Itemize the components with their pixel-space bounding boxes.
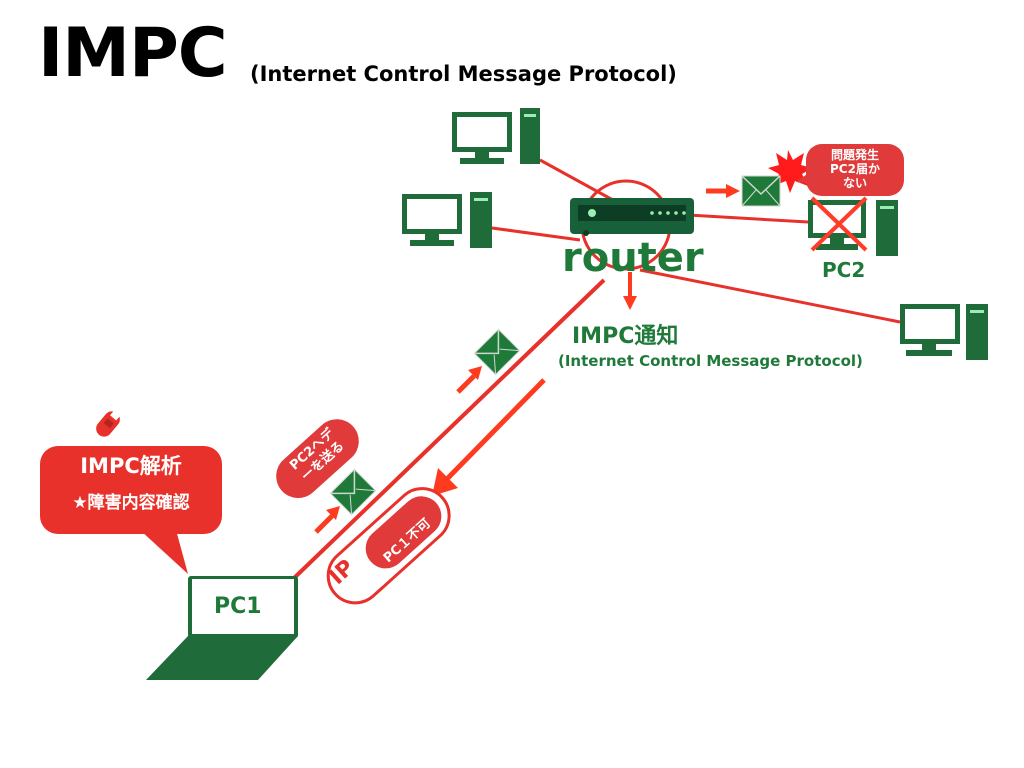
ip-pill xyxy=(326,487,451,605)
desktop-pc-icon xyxy=(452,108,540,164)
router-icon xyxy=(570,198,694,236)
envelope-icon xyxy=(473,328,521,376)
arrow-icon xyxy=(456,366,482,394)
link-pc-right xyxy=(639,268,901,324)
analysis-bubble xyxy=(40,446,222,574)
link-pc2 xyxy=(687,213,809,224)
analysis-title: IMPC解析 xyxy=(80,454,182,478)
link-pc-top xyxy=(539,158,623,207)
page-subtitle: (Internet Control Message Protocol) xyxy=(250,62,677,86)
arrow-icon xyxy=(623,272,637,310)
envelope-icon xyxy=(329,468,377,516)
pc1-label: PC1 xyxy=(214,594,262,619)
pc2-label: PC2 xyxy=(822,258,866,282)
error-bubble xyxy=(796,144,904,196)
network-links xyxy=(491,158,901,324)
error-line: PC2届か xyxy=(830,162,880,176)
send-data-pill xyxy=(276,419,359,499)
arrow-icon xyxy=(314,506,340,534)
wrench-icon xyxy=(96,407,123,437)
router-label: router xyxy=(562,235,704,281)
laptop-icon xyxy=(146,576,298,680)
error-line: ない xyxy=(842,176,867,190)
notification-label: IMPC通知 xyxy=(572,324,679,349)
desktop-pc-icon xyxy=(900,304,988,360)
notification-sublabel: (Internet Control Message Protocol) xyxy=(558,352,863,370)
arrow-icon xyxy=(432,378,546,496)
cross-icon xyxy=(810,196,868,252)
arrow-icon xyxy=(706,184,740,198)
link-pc1-router xyxy=(290,278,606,582)
link-pc-left xyxy=(491,226,581,242)
page-title: IMPC xyxy=(38,14,228,93)
error-message: 問題発生 PC2届か ない xyxy=(806,148,904,190)
envelope-icon xyxy=(741,175,781,207)
analysis-detail: ★障害内容確認 xyxy=(72,493,190,513)
error-line: 問題発生 xyxy=(830,148,879,162)
desktop-pc-icon xyxy=(402,192,492,248)
